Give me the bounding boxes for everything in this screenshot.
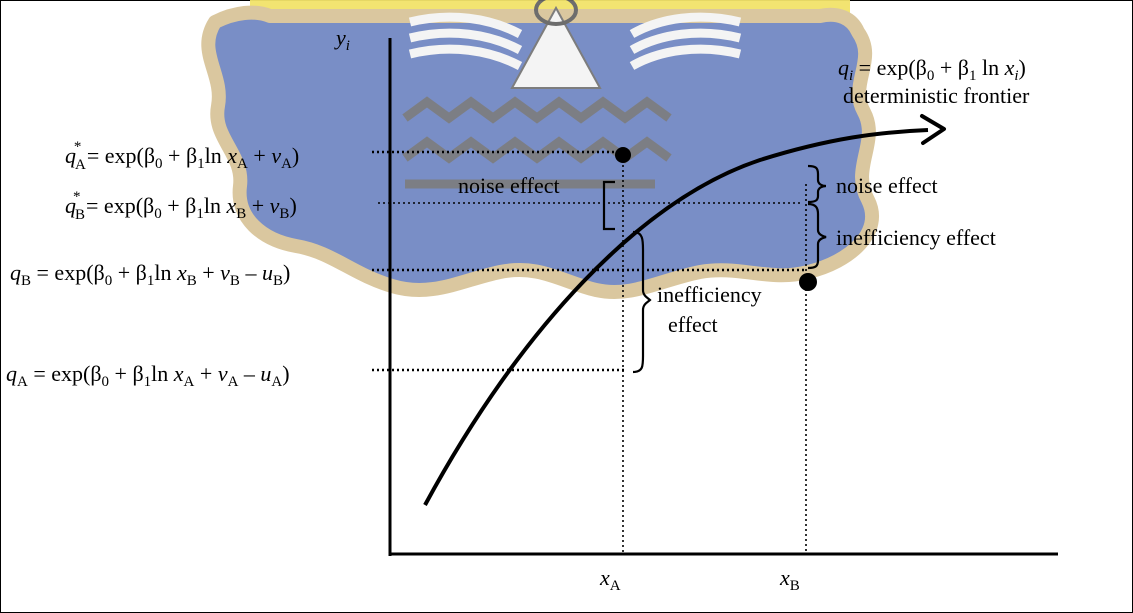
frontier-curve <box>423 128 929 506</box>
y-axis-label: yi <box>334 25 350 54</box>
noise-brace-B <box>807 164 827 204</box>
frontier-arrow-icon <box>920 114 946 145</box>
label-qA: qA = exp(β0 + β1ln xA + vA – uA) <box>6 361 290 390</box>
inefficiency-brace-B <box>807 202 827 270</box>
label-qA-star: qA* = exp(β0 + β1ln xA + vA) <box>65 139 299 173</box>
noise-brace-A <box>602 180 615 231</box>
frontier-equation: qi = exp(β0 + β1 ln xi) <box>838 55 1026 84</box>
inefficiency-effect-label-A-line1: inefficiency <box>657 282 762 307</box>
noise-effect-label-A: noise effect <box>458 173 560 198</box>
watermark-book-icon <box>408 12 742 70</box>
observation-point-A <box>615 147 631 163</box>
x-tick-label-xB: xB <box>779 565 800 594</box>
watermark-torch-icon <box>510 5 602 89</box>
frontier-caption: deterministic frontier <box>843 83 1030 108</box>
watermark-emblem <box>201 0 879 299</box>
inefficiency-effect-label-A-line2: effect <box>668 312 718 337</box>
inefficiency-brace-A <box>632 230 652 374</box>
noise-effect-label-B: noise effect <box>836 173 938 198</box>
x-tick-label-xA: xA <box>599 565 621 594</box>
observation-point-B <box>799 273 817 291</box>
watermark-flame-icon <box>534 0 578 26</box>
label-qB: qB = exp(β0 + β1ln xB + vB – uB) <box>10 260 290 289</box>
inefficiency-effect-label-B: inefficiency effect <box>836 225 996 250</box>
label-qB-star: qB* = exp(β0 + β1ln xB + vB) <box>65 189 297 223</box>
